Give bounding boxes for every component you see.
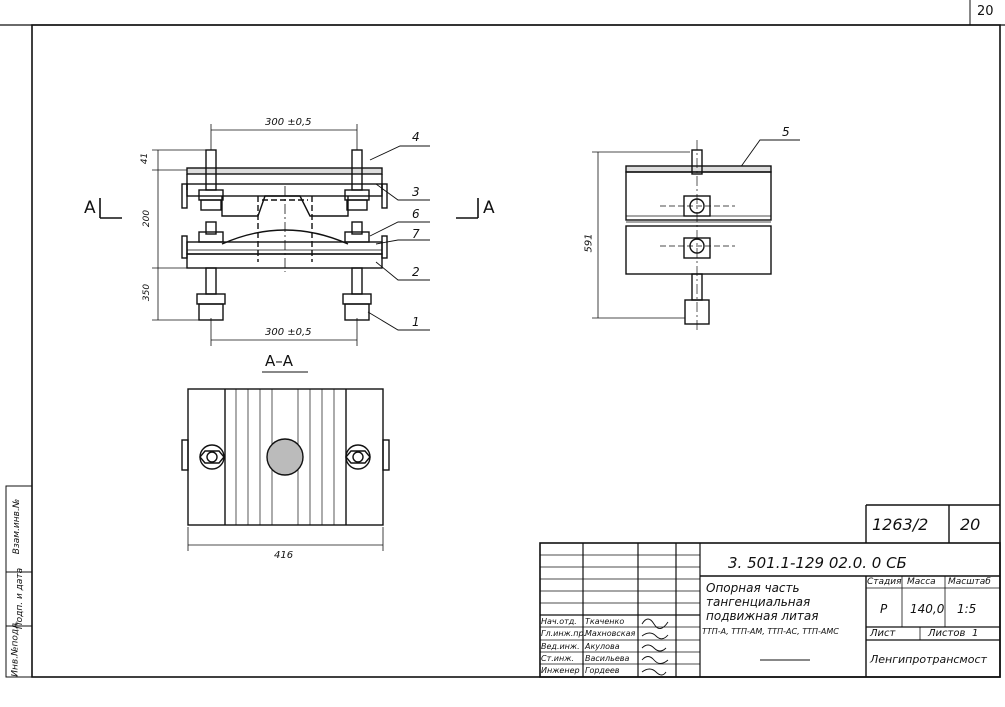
staff-name: Акулова (585, 642, 620, 651)
sheet-number: 20 (960, 515, 981, 534)
callout-6: 6 (412, 207, 420, 221)
staff-name: Махновская (585, 629, 636, 638)
mass-value: 140,0 (910, 602, 945, 616)
signatures (641, 618, 669, 676)
staff-name: Ткаченко (585, 617, 625, 626)
product-name-line-1: Опорная часть (706, 581, 800, 595)
section-mark-right: A (483, 198, 495, 218)
front-view (181, 149, 388, 321)
scale-label: Масштаб (948, 577, 991, 587)
scale-value: 1:5 (957, 602, 977, 616)
side-view-dimensions (592, 151, 690, 319)
sheet-corner-number: 20 (977, 4, 994, 19)
callout-leaders (367, 139, 800, 331)
staff-role: Инженер (541, 666, 580, 675)
mass-label: Масса (907, 577, 936, 587)
dim-h350: 350 (142, 283, 153, 302)
callout-2: 2 (412, 265, 420, 279)
section-marks (99, 198, 479, 219)
sheets-label: Листов (928, 628, 966, 639)
stage-value: Р (880, 602, 888, 616)
callout-1: 1 (412, 315, 420, 329)
staff-name: Васильева (585, 654, 630, 663)
side-stamp (5, 485, 33, 678)
product-name-line-2: тангенциальная (706, 595, 811, 609)
staff-role: Ст.инж. (541, 654, 574, 663)
document-designation: 3. 501.1-129 02.0. 0 СБ (728, 554, 907, 572)
staff-role: Нач.отд. (541, 617, 577, 626)
sheet-label: Лист (870, 628, 896, 639)
dim-top-span: 300 ±0,5 (265, 117, 312, 128)
section-title: A–A (265, 352, 294, 370)
side-view (625, 140, 772, 330)
archive-number: 1263/2 (872, 515, 929, 534)
section-dimension (187, 527, 384, 551)
callout-5: 5 (782, 125, 790, 139)
dim-h591: 591 (583, 233, 595, 253)
section-mark-left: A (84, 198, 96, 218)
product-name-line-4: ТТП-А, ТТП-АМ, ТТП-АС, ТТП-АМС (702, 627, 839, 636)
staff-role: Вед.инж. (541, 642, 580, 651)
sheet-frame (0, 0, 1005, 678)
side-stamp-podp-data: Подп. и дата (15, 567, 26, 630)
side-stamp-vzam-inv: Взам.инв.№ (12, 498, 23, 555)
organization: Ленгипротрансмост (870, 653, 987, 666)
product-name-line-3: подвижная литая (706, 609, 819, 623)
staff-role: Гл.инж.пр. (541, 629, 587, 638)
dim-h200: 200 (142, 209, 153, 228)
dim-section-width: 416 (274, 550, 294, 561)
dim-bottom-span: 300 ±0,5 (265, 327, 312, 338)
callout-7: 7 (412, 227, 420, 241)
title-block-grid (539, 504, 1001, 678)
callout-4: 4 (412, 130, 420, 144)
callout-3: 3 (412, 185, 420, 199)
front-view-dimensions (152, 124, 358, 346)
section-a-a (181, 371, 390, 526)
sheets-value: 1 (972, 628, 979, 639)
stage-label: Стадия (867, 577, 902, 587)
dim-h41: 41 (140, 152, 151, 165)
staff-name: Гордеев (585, 666, 620, 675)
